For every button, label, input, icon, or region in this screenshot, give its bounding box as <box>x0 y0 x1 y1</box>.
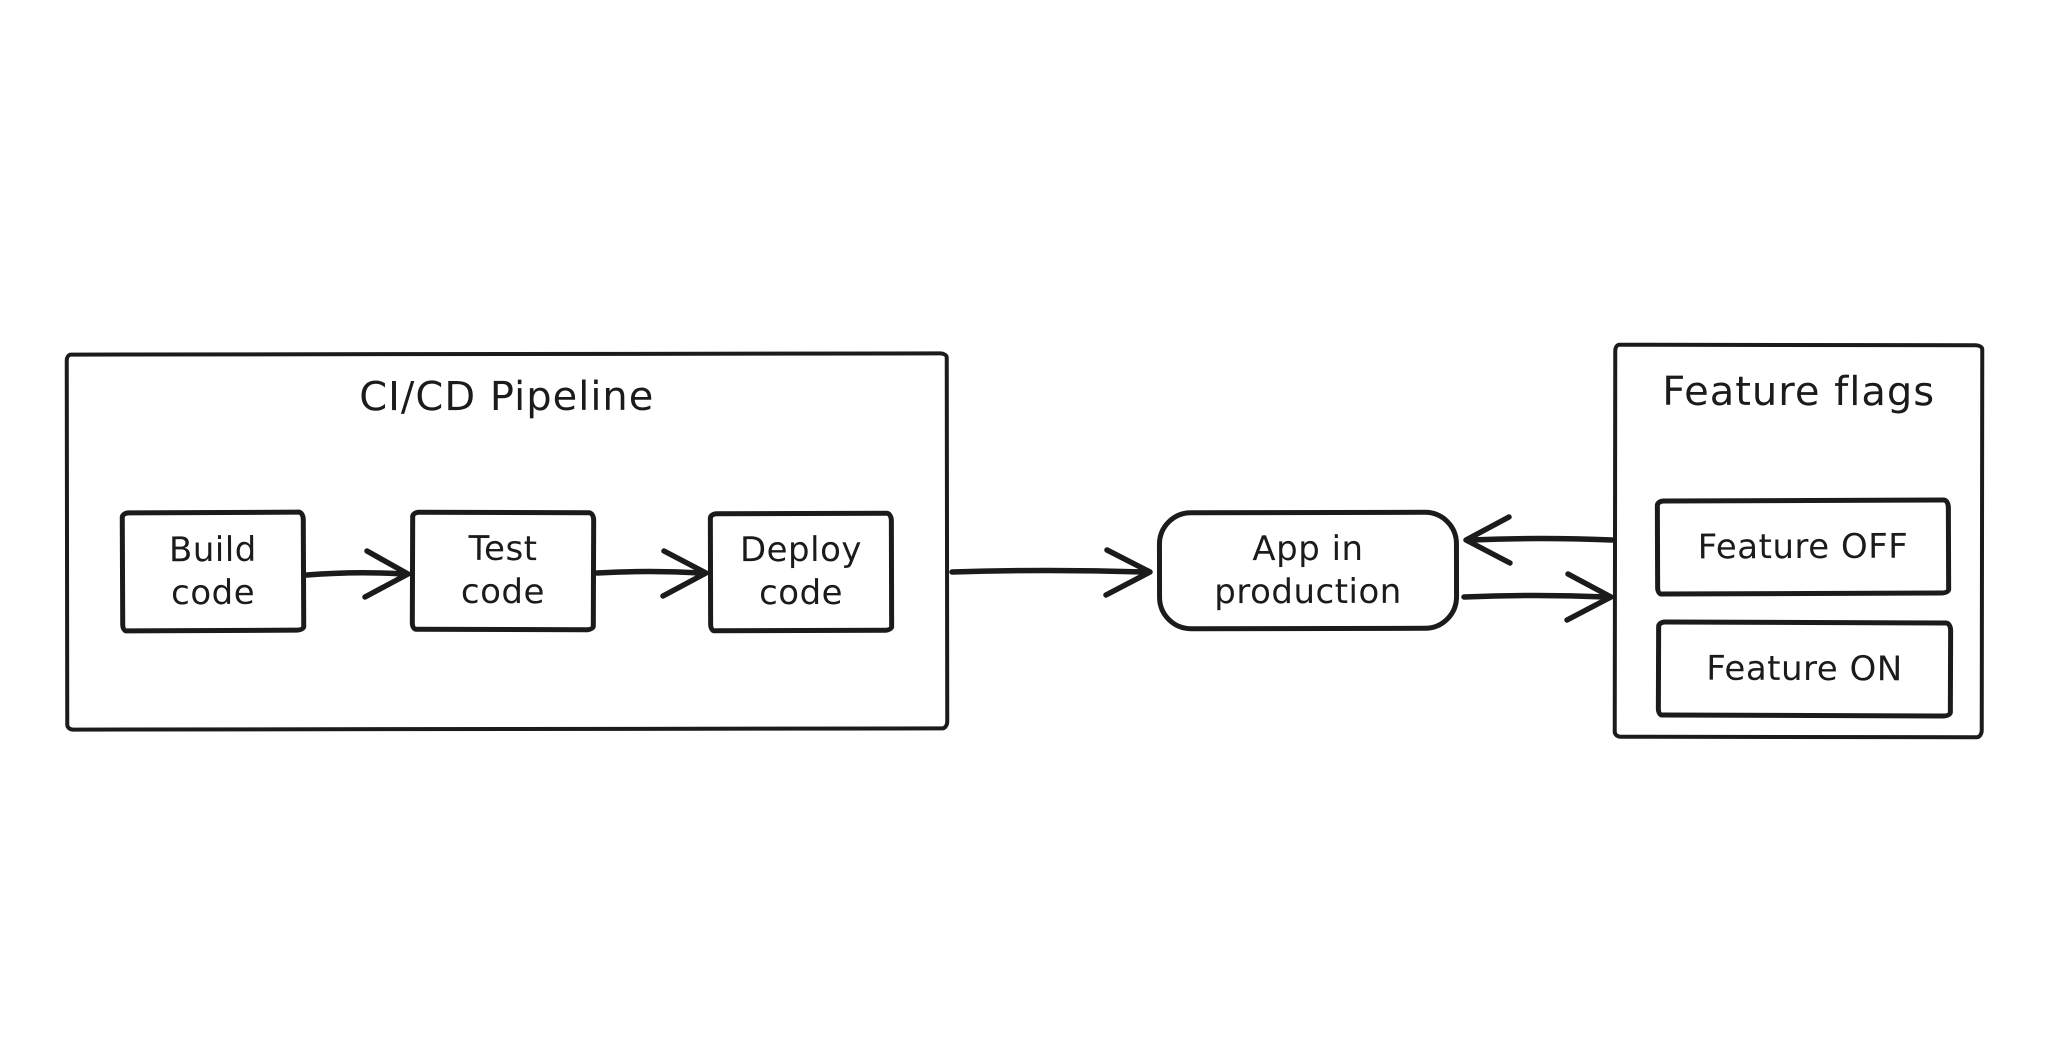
node-build-code-line1: Build <box>168 529 257 570</box>
node-app-line1: App in <box>1252 528 1364 569</box>
node-feature-off-label: Feature OFF <box>1697 526 1909 567</box>
node-test-code: Test code <box>409 509 597 633</box>
node-deploy-code-line1: Deploy <box>739 530 863 571</box>
node-app-line2: production <box>1214 571 1402 612</box>
node-test-code-line1: Test <box>468 529 538 570</box>
arrow-pipeline-to-app <box>949 547 1153 598</box>
node-app-in-production: App in production <box>1156 509 1460 632</box>
node-feature-on-label: Feature ON <box>1706 648 1903 689</box>
node-test-code-line2: code <box>460 571 545 613</box>
arrow-flags-to-app <box>1463 514 1615 566</box>
node-feature-on: Feature ON <box>1655 619 1954 719</box>
node-build-code-line2: code <box>171 572 256 613</box>
node-deploy-code: Deploy code <box>707 510 895 634</box>
node-build-code: Build code <box>119 509 307 634</box>
node-feature-off: Feature OFF <box>1654 497 1952 597</box>
arrow-app-to-flags <box>1461 571 1614 623</box>
node-deploy-code-line2: code <box>759 572 844 614</box>
cicd-pipeline-title: CI/CD Pipeline <box>359 373 655 421</box>
feature-flags-title: Feature flags <box>1662 368 1936 416</box>
